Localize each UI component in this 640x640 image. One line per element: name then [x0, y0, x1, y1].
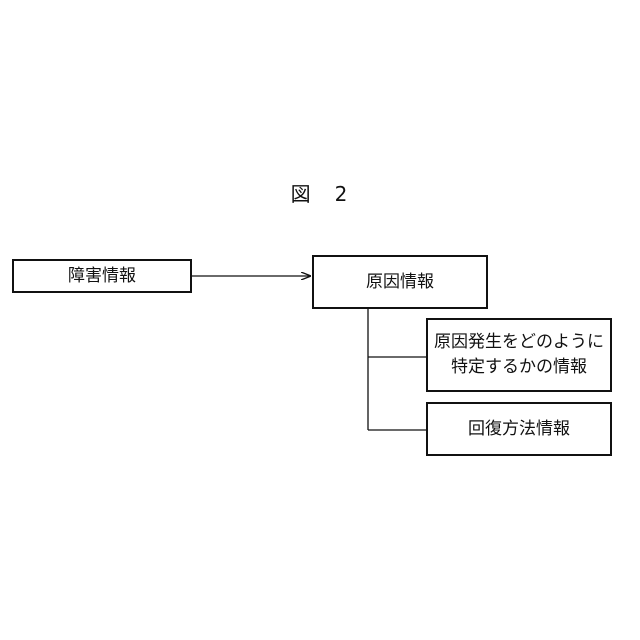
cause-info-label: 原因情報 [366, 270, 434, 295]
recovery-info-box: 回復方法情報 [426, 402, 612, 456]
figure-label: 図 2 [0, 178, 640, 207]
identification-info-line1: 原因発生をどのように [434, 330, 604, 355]
fault-info-box: 障害情報 [12, 259, 192, 293]
fault-info-label: 障害情報 [68, 264, 136, 289]
identification-info-box: 原因発生をどのように 特定するかの情報 [426, 318, 612, 392]
identification-info-text: 原因発生をどのように 特定するかの情報 [434, 330, 604, 379]
recovery-info-label: 回復方法情報 [468, 417, 570, 442]
identification-info-line2: 特定するかの情報 [451, 355, 587, 380]
cause-info-box: 原因情報 [312, 255, 488, 309]
